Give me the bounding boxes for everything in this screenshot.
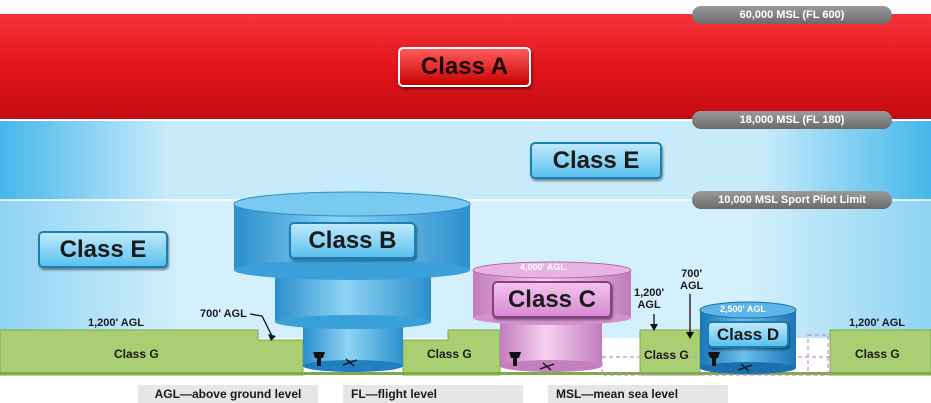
legend-msl: MSL—mean sea level	[548, 385, 728, 403]
agl-700-mid-label: 700' AGL	[680, 268, 703, 292]
agl-1200-mid-label: 1,200' AGL	[634, 287, 664, 311]
agl-1200-left-label: 1,200' AGL	[88, 317, 145, 329]
control-tower-icon	[313, 352, 720, 366]
class-e-upper-label: Class E	[530, 142, 662, 179]
fl180-tag: 18,000 MSL (FL 180)	[692, 111, 892, 129]
class-b-label: Class B	[289, 222, 416, 259]
class-g-right-label: Class G	[855, 347, 900, 361]
agl-700-mid-line1: 700'	[681, 268, 703, 280]
class-e-lower-label: Class E	[38, 231, 168, 268]
legend-fl: FL—flight level	[343, 385, 523, 403]
sport-pilot-limit-tag: 10,000 MSL Sport Pilot Limit	[692, 191, 892, 209]
class-d-label: Class D	[707, 321, 789, 348]
agl-700-left-label: 700' AGL	[200, 308, 247, 320]
runway-icon	[342, 358, 753, 372]
class-c-ceiling-label: 4,000' AGL	[520, 262, 566, 272]
agl-1200-mid-line1: 1,200'	[634, 287, 665, 299]
agl-1200-right-label: 1,200' AGL	[849, 317, 906, 329]
class-e-upper-band	[0, 120, 931, 200]
agl-1200-mid-line2: AGL	[637, 299, 661, 311]
class-g-mid-label: Class G	[427, 347, 472, 361]
agl-700-mid-line2: AGL	[680, 280, 704, 292]
class-g-left-label: Class G	[114, 347, 159, 361]
class-d-ceiling-label: 2,500' AGL	[720, 304, 766, 314]
class-g-right-of-c-label: Class G	[644, 348, 689, 362]
legend-agl: AGL—above ground level	[138, 385, 318, 403]
class-c-label: Class C	[492, 281, 612, 318]
class-a-label: Class A	[398, 47, 531, 87]
fl600-tag: 60,000 MSL (FL 600)	[692, 6, 892, 24]
altitude-arrows	[249, 294, 694, 341]
class-b-cylinder	[233, 191, 471, 372]
